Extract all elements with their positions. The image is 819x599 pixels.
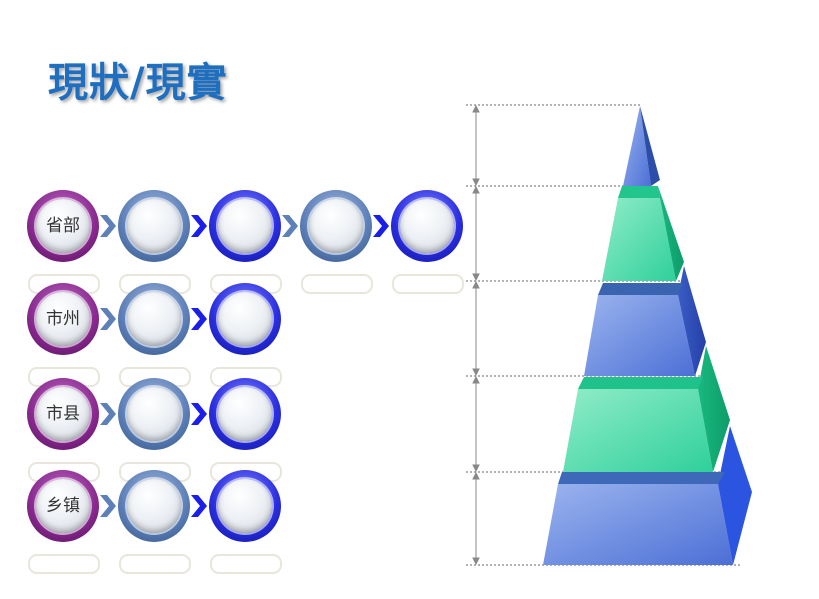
node-face [127, 199, 181, 253]
process-node [209, 378, 281, 450]
process-node [118, 190, 190, 262]
process-node [118, 378, 190, 450]
node-face [127, 387, 181, 441]
flow-row: 市州 [0, 283, 470, 387]
label-pill [28, 554, 100, 574]
process-node [118, 283, 190, 355]
chevron-right-icon [282, 215, 298, 237]
page-title: 現狀/現實 [48, 60, 228, 106]
level-node: 市县 [27, 378, 99, 450]
chevron-right-icon [191, 308, 207, 330]
node-face [218, 479, 272, 533]
label-pill [392, 274, 464, 294]
node-face [400, 199, 454, 253]
process-node [118, 470, 190, 542]
node-face [127, 479, 181, 533]
label-pill [301, 274, 373, 294]
node-label: 省部 [46, 216, 80, 236]
chevron-right-icon [100, 308, 116, 330]
chevron-right-icon [100, 495, 116, 517]
node-face [218, 387, 272, 441]
node-label: 乡镇 [46, 496, 80, 516]
chevron-right-icon [191, 215, 207, 237]
node-face [36, 292, 90, 346]
node-face [218, 199, 272, 253]
dimension-arrows [472, 104, 480, 566]
node-face [218, 292, 272, 346]
pyramid-level-5 [543, 426, 752, 565]
chevron-right-icon [100, 403, 116, 425]
chevron-right-icon [100, 215, 116, 237]
level-node: 乡镇 [27, 470, 99, 542]
pyramid-level-1 [623, 106, 660, 186]
process-node [209, 283, 281, 355]
level-node: 省部 [27, 190, 99, 262]
node-label: 市州 [46, 309, 80, 329]
process-node [391, 190, 463, 262]
level-node: 市州 [27, 283, 99, 355]
chevron-right-icon [373, 215, 389, 237]
pyramid-level-2 [602, 186, 684, 281]
process-node [300, 190, 372, 262]
node-label: 市县 [46, 404, 80, 424]
label-pill [210, 554, 282, 574]
process-node [209, 190, 281, 262]
chevron-right-icon [191, 495, 207, 517]
node-face [309, 199, 363, 253]
flow-row: 乡镇 [0, 470, 470, 574]
node-face [36, 387, 90, 441]
chevron-right-icon [191, 403, 207, 425]
process-node [209, 470, 281, 542]
pyramid-level-3 [584, 266, 706, 376]
flow-row: 省部 [0, 190, 470, 294]
node-face [127, 292, 181, 346]
node-face [36, 199, 90, 253]
node-face [36, 479, 90, 533]
pyramid-level-4 [563, 346, 730, 472]
label-pill [119, 554, 191, 574]
